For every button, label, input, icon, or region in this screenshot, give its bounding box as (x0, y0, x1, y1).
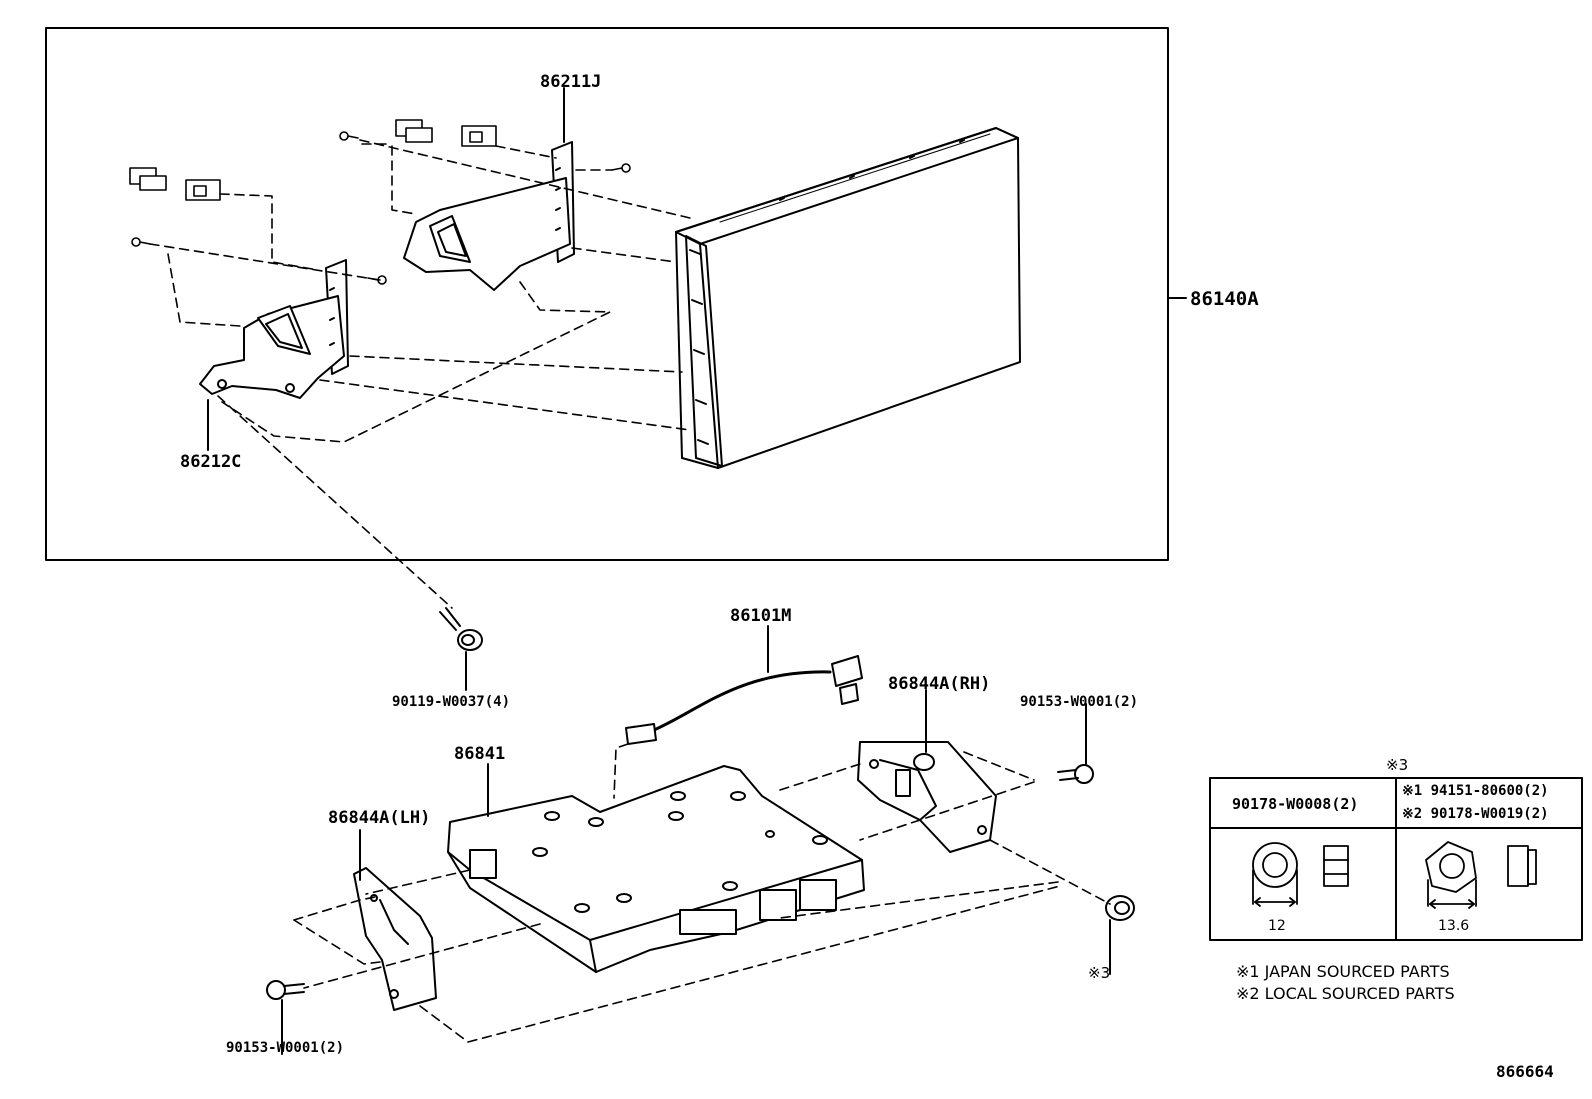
label-nut-ref: ※3 (1088, 964, 1111, 982)
dashed-connectors-upper (149, 139, 691, 609)
reference-table (1209, 777, 1583, 941)
table-col2-part1: ※1 94151-80600(2) (1402, 783, 1549, 799)
dashed-connectors-lower (293, 751, 1111, 1043)
bolt-90119-drawing (439, 607, 483, 691)
table-col1-dimension: 12 (1268, 918, 1286, 934)
label-86844a-lh: 86844A(LH) (328, 808, 431, 828)
label-86212c: 86212C (180, 452, 242, 472)
table-col2-part2: ※2 90178-W0019(2) (1402, 806, 1549, 822)
bracket-86844a-lh-drawing (353, 829, 437, 1011)
bracket-86844a-rh-drawing (857, 689, 997, 853)
clips-and-screws-upper (129, 119, 631, 285)
wire-86101m-drawing (613, 625, 863, 799)
label-86211j: 86211J (540, 72, 602, 92)
bracket-86211j-drawing (403, 87, 575, 291)
display-unit-drawing (675, 127, 1021, 469)
nut-icon-right (1425, 841, 1537, 909)
diagram-id: 866664 (1496, 1062, 1554, 1081)
module-86841-drawing (447, 763, 865, 973)
label-90119-w0037: 90119-W0037(4) (392, 694, 511, 710)
label-90153-w0001-right: 90153-W0001(2) (1020, 694, 1139, 710)
table-header-ref: ※3 (1386, 756, 1409, 774)
note-japan-sourced: ※1 JAPAN SOURCED PARTS (1236, 962, 1450, 981)
label-86841: 86841 (454, 744, 506, 764)
label-86140a: 86140A (1190, 288, 1259, 310)
label-86101m: 86101M (730, 606, 792, 626)
label-90153-w0001-left: 90153-W0001(2) (226, 1040, 345, 1056)
nut-icon-left (1252, 842, 1349, 907)
table-col2-dimension: 13.6 (1438, 918, 1470, 934)
table-col1-part: 90178-W0008(2) (1232, 795, 1359, 813)
label-86844a-rh: 86844A(RH) (888, 674, 991, 694)
note-local-sourced: ※2 LOCAL SOURCED PARTS (1236, 984, 1455, 1003)
bolts-lower-drawing (266, 703, 1135, 1055)
bracket-86212c-drawing (199, 259, 349, 451)
upper-assembly-frame (45, 27, 1169, 561)
